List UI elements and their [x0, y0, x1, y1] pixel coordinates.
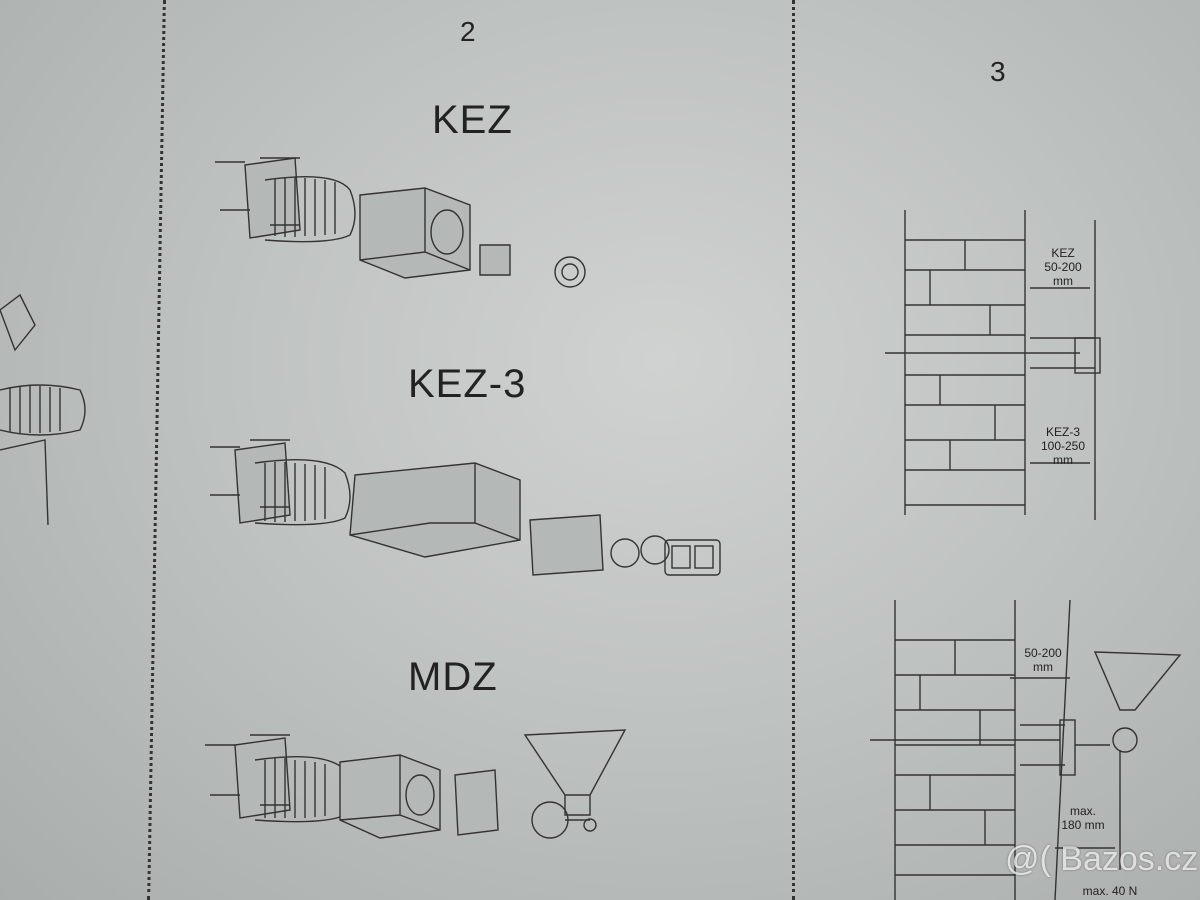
section-number-3: 3 [990, 56, 1006, 87]
mdz-depth-label: 50-200 mm [1024, 646, 1062, 674]
mdz-exploded-illustration [205, 729, 627, 839]
partial-illustration-left [0, 293, 86, 526]
kez-depth-label: KEZ 50-200 mm [1044, 246, 1082, 288]
kez-3-depth-label: KEZ-3 100-250 mm [1040, 425, 1086, 467]
wall-mounting-diagram-mdz [870, 599, 1182, 900]
title-kez-3: KEZ-3 [408, 362, 527, 406]
wall-mounting-diagram-kez [885, 210, 1101, 520]
max-distance-label: max. 180 mm [1061, 804, 1105, 832]
max-load-label: max. 40 N [1082, 884, 1138, 898]
watermark: @( Bazos.cz [1005, 840, 1199, 878]
kez-3-exploded-illustration [210, 439, 721, 576]
section-number-2: 2 [460, 16, 476, 47]
title-mdz: MDZ [408, 655, 498, 699]
divider-right [792, 0, 795, 900]
kez-exploded-illustration [215, 157, 586, 288]
title-kez: KEZ [432, 98, 513, 142]
